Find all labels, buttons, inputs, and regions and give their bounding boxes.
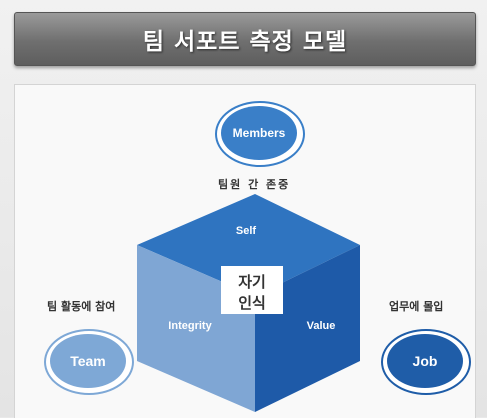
job-caption: 업무에 몰입 bbox=[389, 300, 444, 313]
cube-center-box bbox=[221, 266, 283, 314]
cube-center-line1: 자기 bbox=[238, 273, 266, 291]
cube-left-label: Integrity bbox=[168, 320, 212, 332]
members-label: Members bbox=[232, 126, 286, 140]
page-title: 팀 서포트 측정 모델 bbox=[142, 29, 348, 55]
cube-top-face bbox=[137, 194, 360, 296]
job-circle: Job bbox=[387, 334, 463, 388]
team-caption: 팀 활동에 참여 bbox=[47, 300, 116, 313]
team-label: Team bbox=[70, 353, 106, 369]
cube-center-line2: 인식 bbox=[238, 294, 266, 312]
cube-right-label: Value bbox=[307, 320, 336, 332]
members-caption: 팀원 간 존중 bbox=[218, 178, 291, 191]
job-label: Job bbox=[412, 353, 438, 369]
team-circle: Team bbox=[50, 334, 126, 388]
cube-top-label: Self bbox=[236, 225, 257, 237]
self-awareness-cube: Self Integrity Value 자기 인식 bbox=[137, 194, 360, 412]
title-bar: 팀 서포트 측정 모델 bbox=[14, 12, 476, 66]
members-circle: Members bbox=[221, 106, 297, 160]
